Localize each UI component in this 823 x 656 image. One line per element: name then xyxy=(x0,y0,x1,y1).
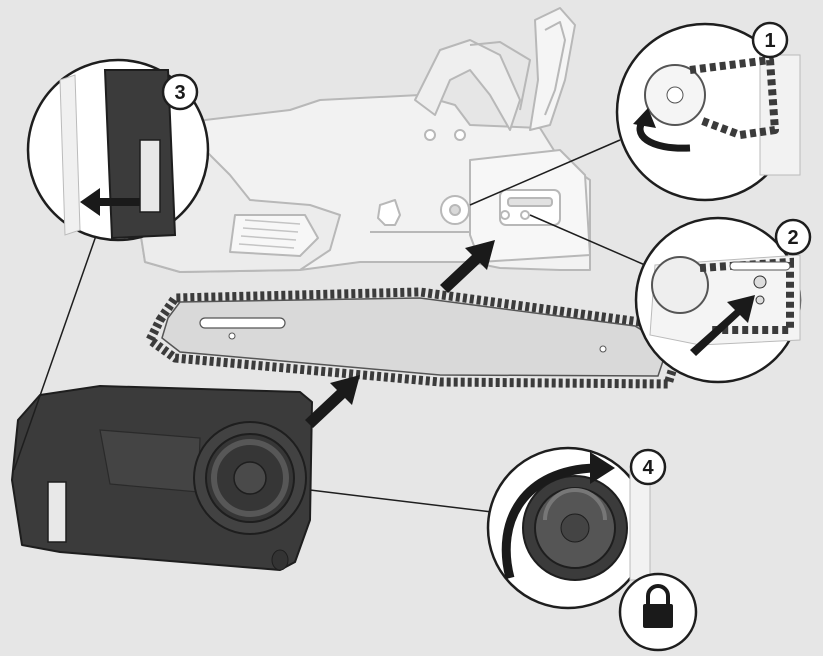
callout-3: 3 xyxy=(26,58,210,242)
guide-bar-with-chain xyxy=(145,287,685,389)
callout-2: 2 xyxy=(634,216,812,384)
callout-4-detail xyxy=(501,452,651,581)
callout-1: 1 xyxy=(615,21,801,202)
lock-icon xyxy=(643,584,673,628)
step-badge-4 xyxy=(629,448,667,486)
bar-slot xyxy=(199,317,286,329)
sprocket-cover xyxy=(11,385,313,571)
callout-4: 4 xyxy=(486,446,698,652)
step-number-2: 2 xyxy=(787,227,798,249)
step-number-3: 3 xyxy=(174,82,185,104)
callout-1-detail xyxy=(633,54,801,176)
step-number-1: 1 xyxy=(764,30,775,52)
callout-leaders xyxy=(13,139,646,513)
step-badge-2 xyxy=(774,218,812,256)
callout-2-detail xyxy=(649,254,801,356)
arrow-icon xyxy=(305,240,495,428)
step-number-4: 4 xyxy=(642,457,654,479)
step-badge-3 xyxy=(161,73,199,111)
chainsaw-body xyxy=(139,7,591,273)
rotate-arrow-icon xyxy=(501,463,596,580)
step-badge-1 xyxy=(751,21,789,59)
callout-3-detail xyxy=(59,69,177,240)
